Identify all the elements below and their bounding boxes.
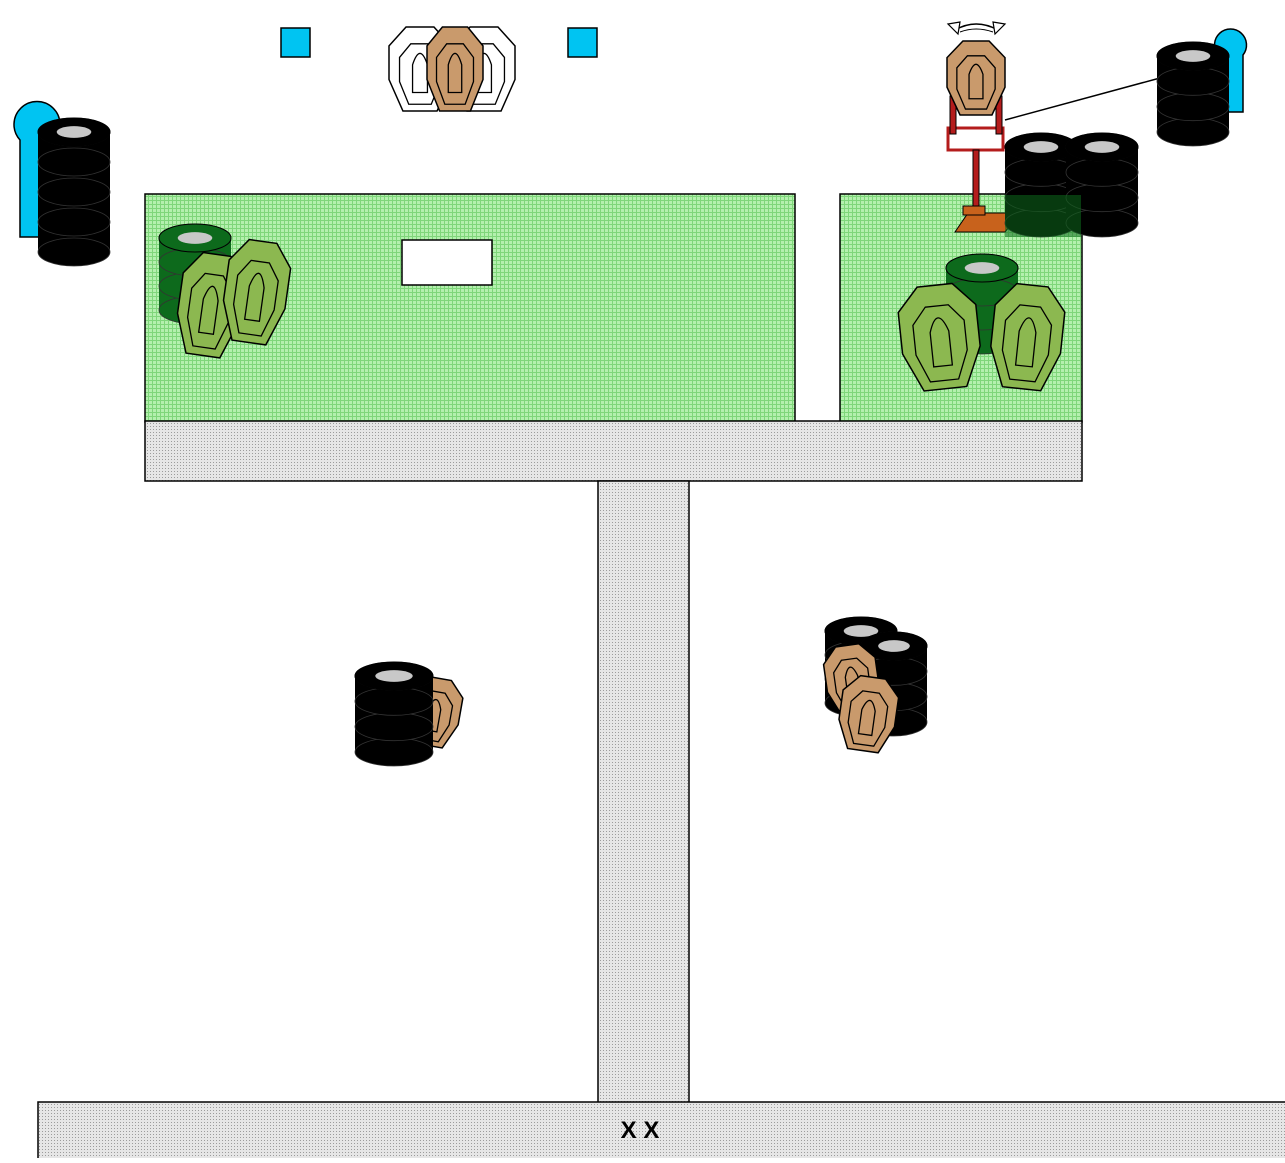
mesh-overlay-barrels — [1005, 195, 1081, 237]
rotate-arrow-icon — [948, 22, 1005, 34]
activator-cable — [1005, 78, 1160, 120]
barrel-stack-top-right — [1157, 42, 1229, 146]
barrel-stack-top-left — [38, 118, 110, 266]
shoot-target-center — [427, 27, 483, 111]
steel-plate-left — [281, 28, 310, 57]
window-opening — [402, 240, 492, 285]
steel-plate-right — [568, 28, 597, 57]
barrel-stack-mid-left — [355, 662, 433, 766]
start-position-label: X X — [621, 1117, 660, 1144]
wall-vertical — [598, 481, 689, 1103]
wall-horizontal — [145, 421, 1082, 481]
fault-line-start-box — [38, 1102, 1285, 1158]
swinging-target — [947, 41, 1005, 115]
